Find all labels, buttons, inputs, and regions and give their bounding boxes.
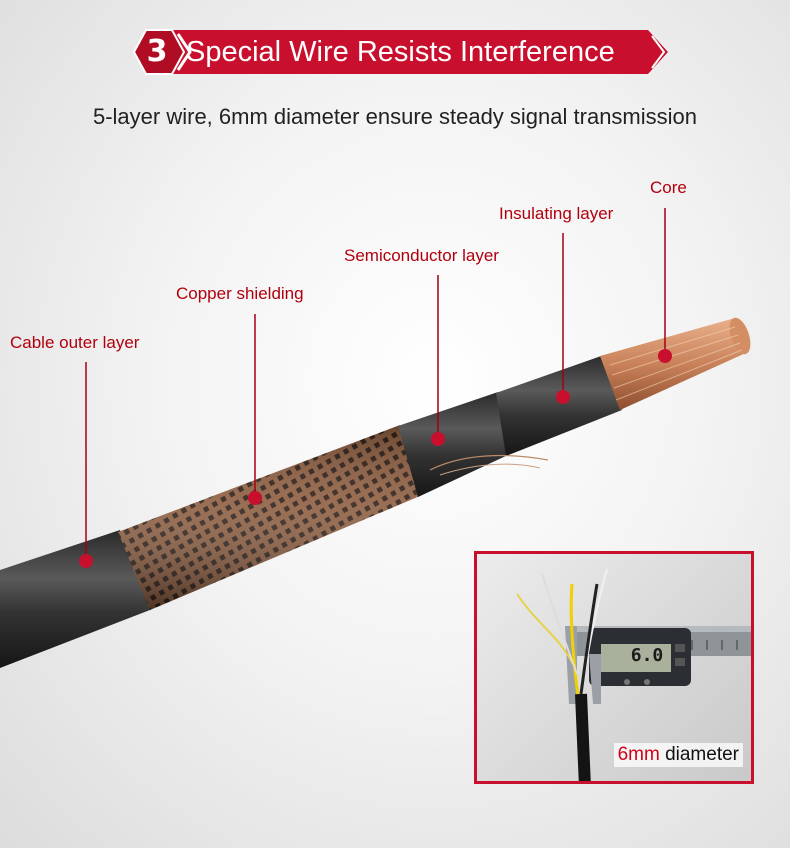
diameter-value: 6mm xyxy=(617,744,660,765)
copper-core xyxy=(600,318,748,410)
cable-body xyxy=(0,317,751,668)
callout-semiconductor-layer: Semiconductor layer xyxy=(344,246,499,265)
outer-marker-dot xyxy=(79,554,93,568)
subtitle: 5-layer wire, 6mm diameter ensure steady… xyxy=(92,104,697,129)
semiconductor-section xyxy=(398,392,508,497)
semiconductor-marker-dot xyxy=(431,432,445,446)
section-number-badge: 3 xyxy=(146,34,168,69)
banner-shape xyxy=(132,29,668,75)
callout-core: Core xyxy=(650,178,687,197)
callout-insulating-layer: Insulating layer xyxy=(499,204,614,223)
core-marker-dot xyxy=(658,349,672,363)
caliper-display-reading: 6.0 xyxy=(630,645,664,666)
outer-jacket xyxy=(0,530,150,668)
caliper-inset: 6mm diameter xyxy=(474,551,754,784)
section-banner: 3 Special Wire Resists Interference xyxy=(128,26,668,78)
insulating-section xyxy=(496,355,622,456)
callout-markers xyxy=(79,208,672,568)
caliper-photo xyxy=(516,568,751,781)
diameter-label: 6mm diameter xyxy=(613,743,743,767)
diameter-suffix: diameter xyxy=(659,744,739,765)
insulating-marker-dot xyxy=(556,390,570,404)
banner-title: Special Wire Resists Interference xyxy=(186,36,615,68)
callout-cable-outer-layer: Cable outer layer xyxy=(10,333,140,352)
callout-copper-shielding: Copper shielding xyxy=(176,284,304,303)
copper-marker-dot xyxy=(248,491,262,505)
